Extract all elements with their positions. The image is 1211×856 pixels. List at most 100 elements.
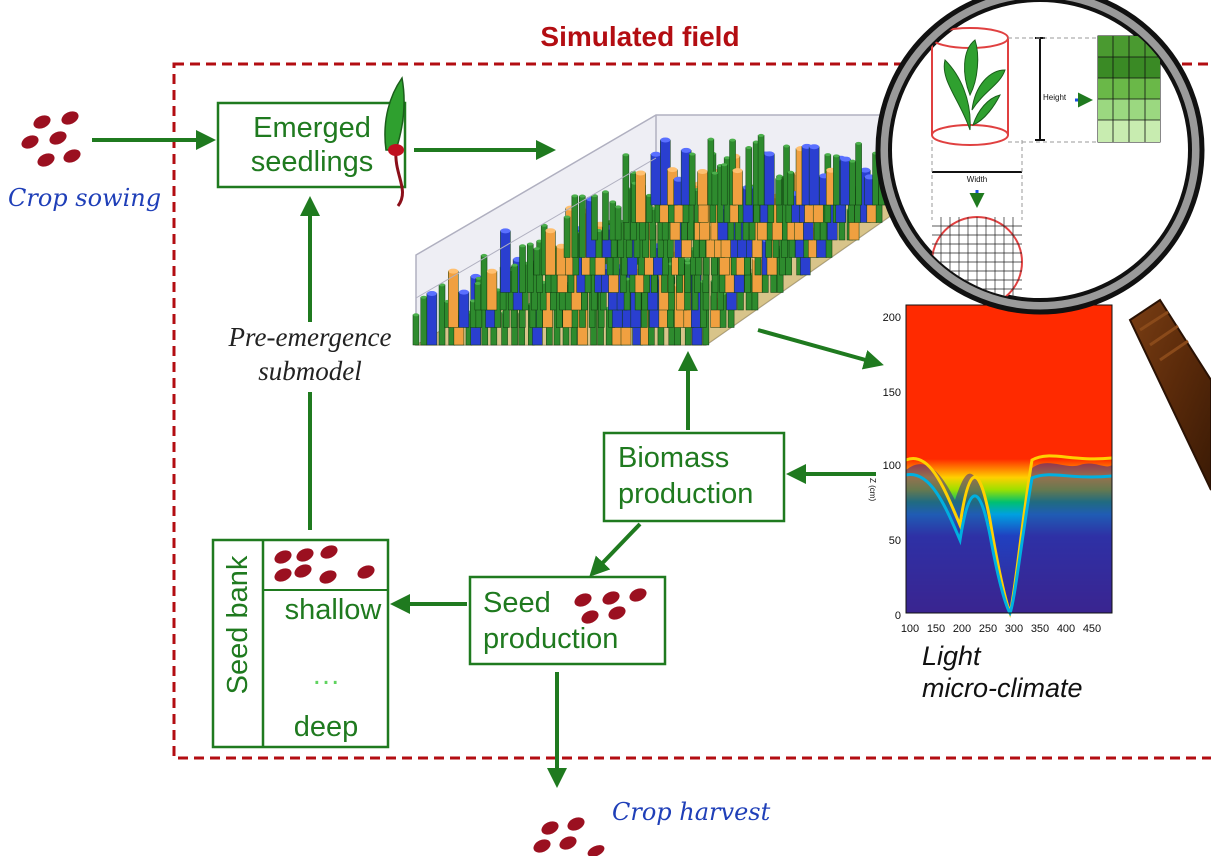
field-plant-top — [753, 140, 760, 144]
pre-emergence-line1: Pre-emergence — [228, 322, 392, 352]
field-plant-top — [486, 268, 497, 274]
field-plant-top — [622, 153, 629, 157]
field-plant — [486, 271, 498, 311]
x-tick-350: 350 — [1031, 623, 1049, 635]
field-plant — [412, 314, 420, 346]
field-plant-top — [775, 177, 782, 181]
biomass-to-seed-arrow — [589, 522, 642, 577]
y-axis-label: Z (cm) — [868, 478, 877, 501]
field-plant-top — [458, 289, 469, 295]
y-tick-100: 100 — [883, 460, 901, 472]
field-plant — [545, 230, 556, 276]
crop-harvest-label: Crop harvest — [612, 798, 771, 826]
field-plant-top — [426, 290, 437, 296]
y-tick-150: 150 — [883, 387, 901, 399]
field-plant-top — [689, 152, 696, 156]
field-plant-top — [729, 138, 736, 142]
field-plant — [711, 172, 719, 206]
magnifier-height-label: Height — [1043, 93, 1067, 102]
field-plant-top — [660, 137, 671, 143]
diagram-title: Simulated field — [540, 21, 739, 52]
field-plant-top — [833, 154, 840, 158]
field-plant-top — [711, 171, 718, 175]
biomass-production-line1: Biomass — [618, 442, 729, 474]
field-plant — [614, 206, 622, 241]
field-plant — [732, 170, 743, 206]
seed-production-line2: production — [483, 623, 618, 655]
field-plant-top — [533, 247, 540, 251]
field-plant-top — [721, 163, 728, 167]
seed-bank-seeds-icon — [274, 545, 375, 584]
field-plant — [519, 245, 526, 293]
harvest-seeds-icon — [533, 817, 605, 856]
field-plant — [840, 158, 851, 206]
field-plant — [833, 155, 840, 206]
field-plant-top — [500, 228, 511, 234]
x-tick-300: 300 — [1005, 623, 1023, 635]
sowing-seeds-icon — [21, 111, 81, 167]
emerged-seedlings-line2: seedlings — [251, 146, 374, 178]
field-plant-top — [745, 146, 752, 150]
pre-emergence-line2: submodel — [258, 356, 362, 386]
field-plant-top — [602, 190, 609, 194]
field-3d-visualization — [412, 114, 910, 346]
field-plant-top — [475, 276, 482, 280]
field-plant — [426, 293, 438, 346]
seed-production-line1: Seed — [483, 587, 551, 619]
y-tick-50: 50 — [889, 535, 901, 547]
x-tick-450: 450 — [1083, 623, 1101, 635]
field-plant — [622, 154, 630, 223]
field-plant-top — [420, 295, 427, 299]
field-plant-top — [481, 253, 488, 257]
field-plant-top — [474, 281, 481, 285]
field-plant — [775, 178, 782, 206]
field-plant-top — [840, 156, 851, 162]
field-plant-top — [707, 137, 714, 141]
field-plant — [591, 195, 598, 241]
field-plant-top — [732, 168, 743, 174]
seed-production-seeds-icon — [574, 588, 647, 624]
seed-bank-deep: deep — [294, 711, 359, 743]
field-to-light-arrow — [757, 328, 884, 370]
field-plant-top — [650, 151, 661, 157]
seed-bank-label: Seed bank — [222, 555, 254, 694]
field-plant — [480, 255, 488, 311]
seedling-icon — [384, 76, 405, 207]
field-plant — [764, 153, 775, 206]
pre-emergence-label-bg — [216, 322, 408, 392]
field-plant — [855, 143, 862, 206]
field-plant — [448, 270, 459, 328]
field-plant — [688, 153, 696, 206]
field-plant-top — [527, 242, 534, 246]
field-plant — [563, 216, 571, 258]
field-plant-top — [864, 174, 875, 180]
field-plant — [458, 291, 470, 328]
field-plant — [849, 160, 856, 206]
field-plant-top — [615, 205, 622, 209]
field-plant — [635, 172, 646, 223]
field-plant-top — [758, 133, 765, 137]
simulated-field-border — [172, 62, 1211, 760]
field-plant — [438, 284, 446, 346]
field-plant-top — [724, 156, 731, 160]
emerged-seedlings-line1: Emerged — [253, 112, 371, 144]
field-plant-top — [684, 261, 691, 265]
x-tick-100: 100 — [901, 623, 919, 635]
field-plant — [808, 146, 820, 206]
x-tick-150: 150 — [927, 623, 945, 635]
field-plant-top — [824, 153, 831, 157]
light-caption-line2: micro-climate — [922, 673, 1083, 703]
field-plant-top — [609, 200, 616, 204]
light-microclimate-plot — [905, 304, 1113, 618]
field-plant-top — [764, 151, 775, 157]
magnifier-width-label: Width — [967, 175, 987, 184]
field-plant-top — [579, 194, 586, 198]
field-plant — [684, 262, 692, 293]
field-plant — [650, 154, 662, 206]
field-plant-top — [667, 167, 678, 173]
field-plant-top — [511, 263, 518, 267]
field-plant — [511, 264, 519, 293]
field-plant — [787, 172, 795, 206]
field-plant — [420, 296, 428, 346]
